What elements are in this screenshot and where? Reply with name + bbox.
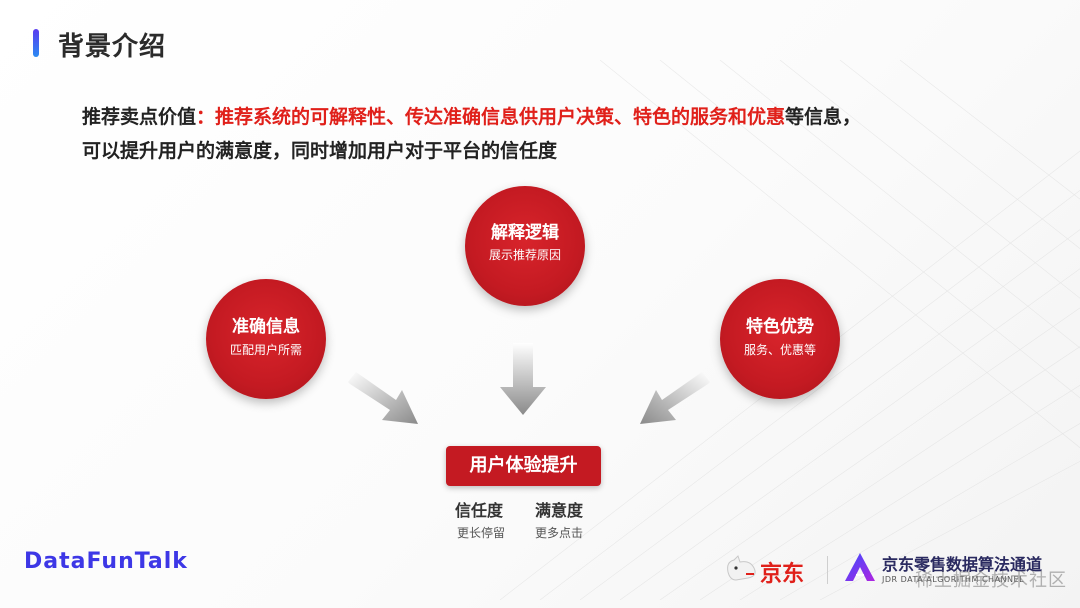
metric-satisfaction: 满意度: [535, 501, 584, 520]
intro-paragraph: 推荐卖点价值：推荐系统的可解释性、传达准确信息供用户决策、特色的服务和优惠等信息…: [82, 100, 1022, 168]
intro-colon: ：: [196, 106, 216, 128]
algorithm-channel-title: 京东零售数据算法通道: [882, 555, 1043, 574]
circle-title: 准确信息: [232, 317, 300, 337]
metric-trust: 信任度: [455, 501, 504, 520]
page-title: 背景介绍: [58, 32, 167, 62]
title-accent-bar: [33, 29, 39, 57]
intro-highlight: 推荐系统的可解释性、传达准确信息供用户决策、特色的服务和优惠: [215, 106, 786, 128]
circle-subtitle: 服务、优惠等: [743, 343, 816, 357]
jd-logo: 京东: [724, 552, 816, 588]
user-experience-box: 用户体验提升: [446, 446, 601, 486]
footer-divider: [827, 556, 828, 584]
circle-title: 解释逻辑: [491, 223, 559, 243]
circle-explain-logic: 解释逻辑 展示推荐原因: [465, 186, 585, 306]
intro-line2: 可以提升用户的满意度，同时增加用户对于平台的信任度: [82, 140, 558, 162]
algorithm-channel-icon: [845, 553, 875, 581]
background-line-pattern: [500, 60, 1080, 600]
circle-special-advantage: 特色优势 服务、优惠等: [720, 279, 840, 399]
intro-rest: 等信息，: [785, 106, 862, 128]
metric-satisfaction-sub: 更多点击: [535, 526, 584, 540]
datafuntalk-logo: DataFunTalk: [24, 549, 188, 574]
arrow-diagonal-right-icon: [348, 372, 418, 424]
jd-dog-icon: [727, 555, 756, 581]
algorithm-channel-subtitle: JDR DATA ALGORITHM CHANNEL: [882, 575, 1025, 584]
arrow-down-icon: [500, 343, 546, 415]
metric-trust-sub: 更长停留: [457, 526, 506, 540]
arrow-diagonal-left-icon: [640, 372, 710, 424]
circle-accurate-info: 准确信息 匹配用户所需: [206, 279, 326, 399]
watermark: 稀土掘金技术社区: [915, 570, 1067, 591]
circle-subtitle: 展示推荐原因: [488, 248, 561, 262]
circle-subtitle: 匹配用户所需: [229, 343, 302, 357]
circle-title: 特色优势: [746, 317, 814, 337]
jd-text: 京东: [760, 562, 805, 587]
intro-lead: 推荐卖点价值: [82, 106, 197, 128]
